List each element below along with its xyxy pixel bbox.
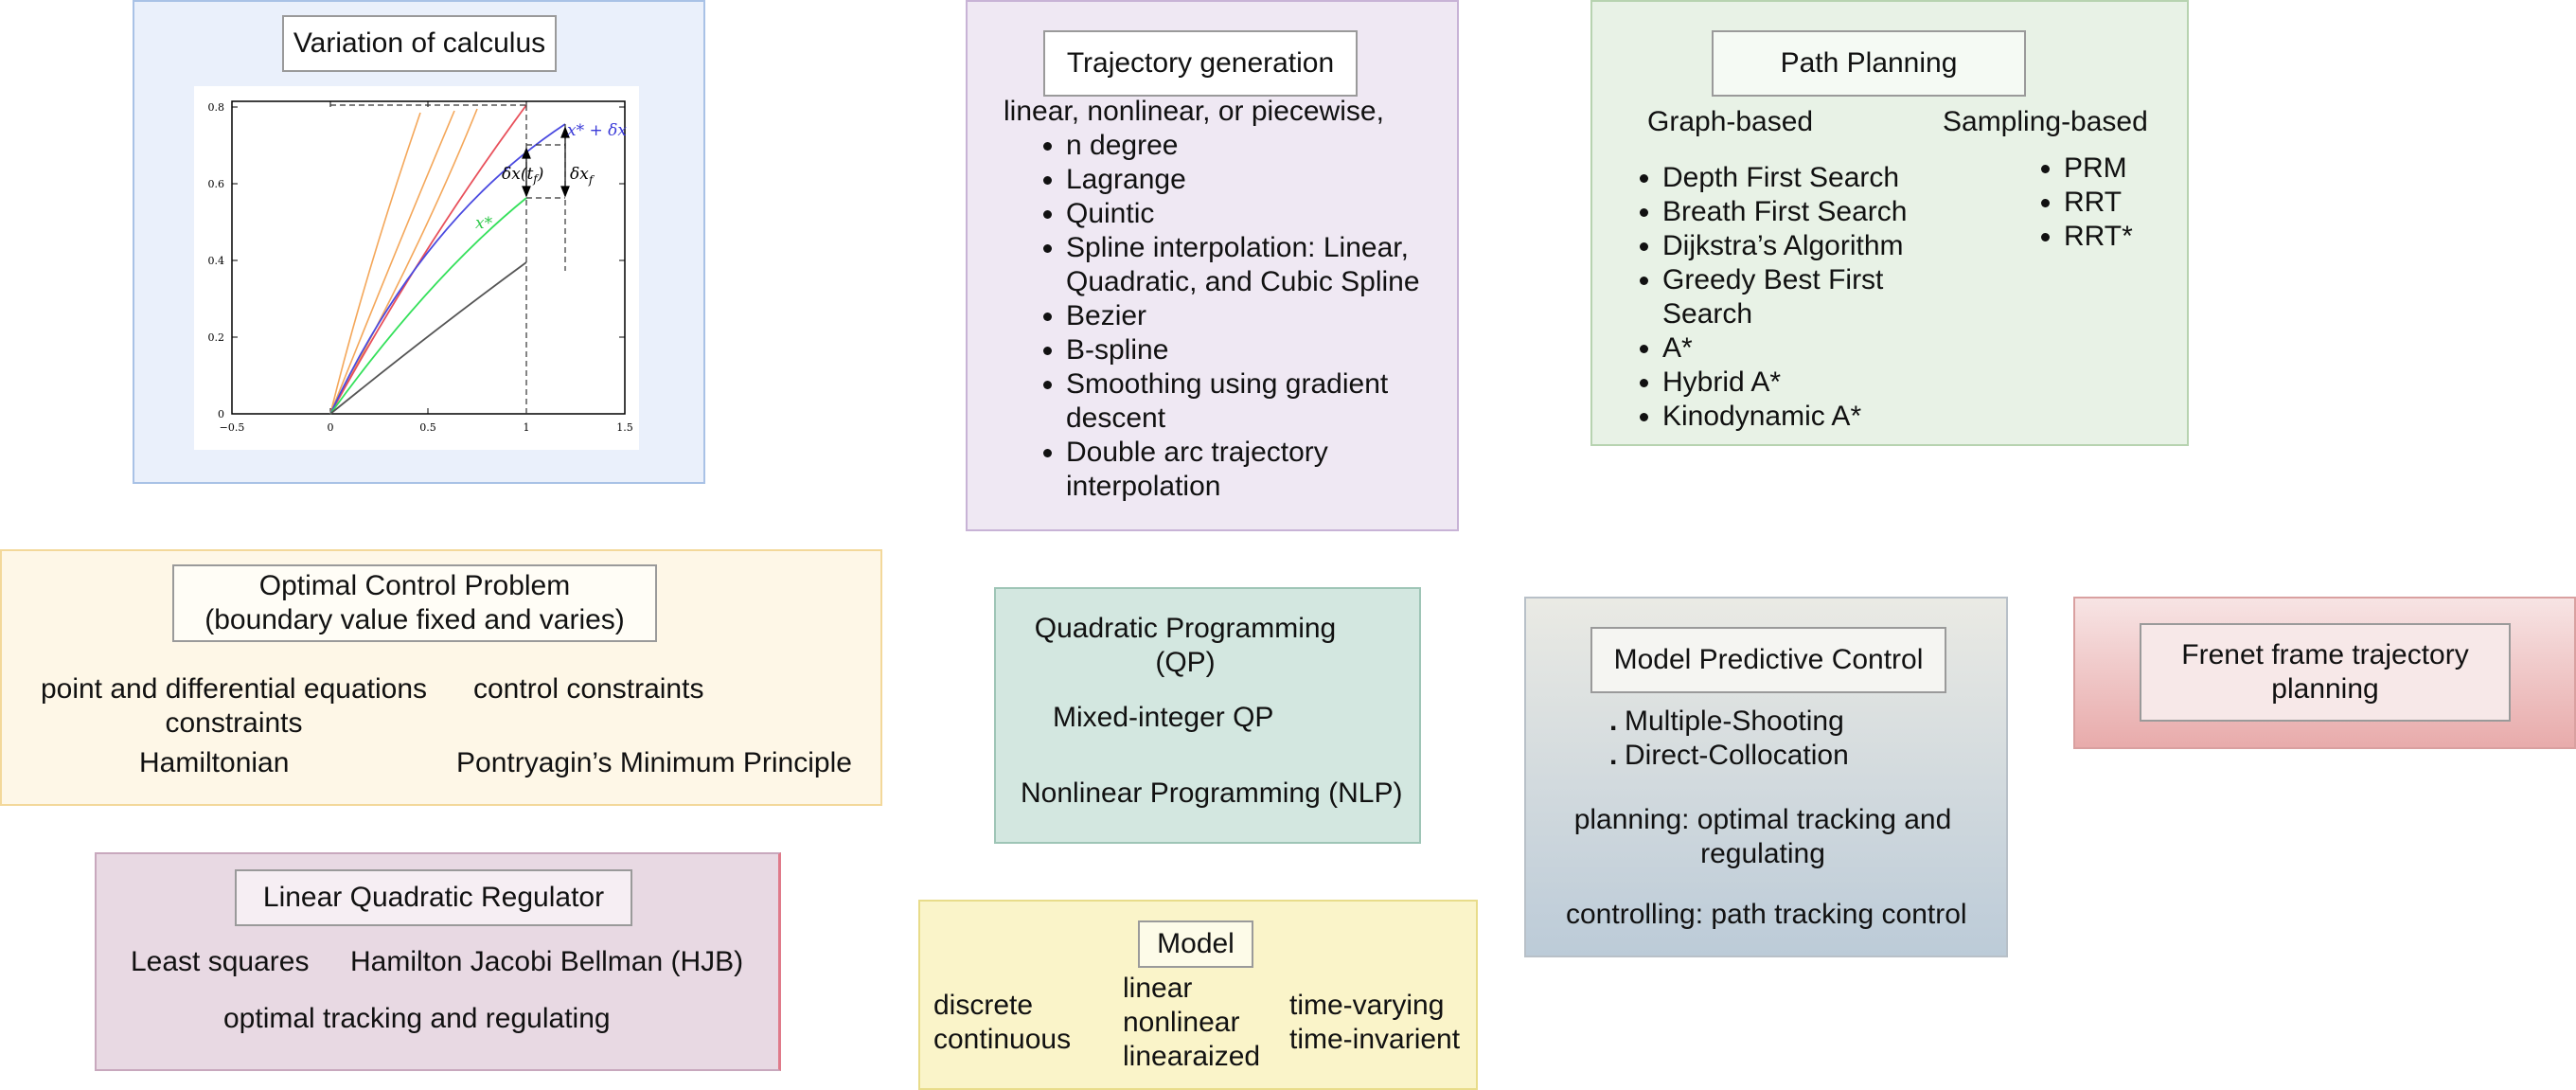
mpc-list: Multiple-Shooting Direct-Collocation	[1609, 705, 1849, 773]
hamiltonian-label: Hamiltonian	[139, 747, 290, 778]
list-item: n degree	[1066, 129, 1420, 163]
y-tick-label: 0.4	[208, 255, 225, 267]
y-ticks	[232, 106, 625, 415]
control-constraints-label: control constraints	[473, 673, 704, 705]
list-item: Lagrange	[1066, 163, 1420, 197]
list-item: Bezier	[1066, 299, 1420, 333]
variation-plot: −0.5 0 0.5 1 1.5 0 0.2 0.4 0.6 0.8	[194, 86, 639, 450]
model-title: Model	[1138, 920, 1253, 968]
lqr-tracking-label: optimal tracking and regulating	[223, 1003, 611, 1034]
y-tick-label: 0	[218, 408, 224, 420]
variation-plot-svg: −0.5 0 0.5 1 1.5 0 0.2 0.4 0.6 0.8	[208, 100, 633, 434]
list-item: RRT	[2064, 186, 2133, 220]
x-tick-label: 0.5	[419, 421, 436, 434]
sampling-based-list: PRM RRT RRT*	[2030, 152, 2133, 254]
optimal-control-title: Optimal Control Problem (boundary value …	[172, 564, 657, 642]
label-x-star-dx: x* + δx	[567, 121, 627, 140]
curve-red	[329, 104, 527, 415]
least-squares-label: Least squares	[131, 946, 310, 977]
list-item: Breath First Search	[1662, 195, 1907, 229]
list-item: PRM	[2064, 152, 2133, 186]
label-dxf: δxf	[570, 165, 595, 187]
list-item: Quintic	[1066, 197, 1420, 231]
hjb-label: Hamilton Jacobi Bellman (HJB)	[350, 946, 744, 977]
x-tick-label: 0	[328, 421, 334, 434]
x-ticks	[231, 101, 626, 414]
trajectory-generation-panel: Trajectory generation linear, nonlinear,…	[966, 0, 1459, 531]
lqr-panel: Linear Quadratic Regulator Least squares…	[95, 852, 781, 1071]
trajectory-intro: linear, nonlinear, or piecewise,	[1004, 96, 1384, 127]
graph-based-heading: Graph-based	[1647, 106, 1814, 137]
plot-frame	[231, 100, 626, 415]
mpc-controlling-label: controlling: path tracking control	[1566, 899, 1967, 930]
list-item: Multiple-Shooting	[1609, 705, 1849, 739]
list-item: B-spline	[1066, 333, 1420, 367]
list-item: RRT*	[2064, 220, 2133, 254]
frenet-title-l1: Frenet frame trajectory	[2181, 639, 2469, 670]
sampling-based-heading: Sampling-based	[1943, 106, 2148, 137]
graph-based-list: Depth First Search Breath First Search D…	[1628, 161, 1907, 434]
variation-title: Variation of calculus	[282, 15, 557, 72]
qp-panel: Quadratic Programming(QP) Mixed-integer …	[994, 587, 1421, 844]
pontryagin-label: Pontryagin’s Minimum Principle	[456, 747, 852, 778]
x-tick-label: −0.5	[220, 421, 245, 434]
path-planning-title: Path Planning	[1712, 30, 2026, 97]
label-x-star: x*	[475, 214, 493, 233]
mpc-panel: Model Predictive Control Multiple-Shooti…	[1524, 597, 2008, 957]
label-dx-tf: δx(tf)	[502, 165, 543, 186]
list-item: Dijkstra’s Algorithm	[1662, 229, 1907, 263]
y-tick-label: 0.6	[208, 178, 225, 190]
path-planning-panel: Path Planning Graph-based Sampling-based…	[1590, 0, 2189, 446]
frenet-title-l2: planning	[2271, 673, 2379, 705]
arrows	[522, 126, 570, 198]
frenet-title: Frenet frame trajectory planning	[2140, 623, 2511, 722]
qp-label: Quadratic Programming(QP)	[1034, 613, 1337, 678]
miqp-label: Mixed-integer QP	[1053, 702, 1274, 733]
list-item: Spline interpolation: Linear,Quadratic, …	[1066, 231, 1420, 299]
nlp-label: Nonlinear Programming (NLP)	[1021, 777, 1403, 809]
curve-orange-1	[329, 112, 421, 415]
lqr-title: Linear Quadratic Regulator	[235, 869, 632, 926]
frenet-panel: Frenet frame trajectory planning	[2073, 597, 2576, 749]
curve-green	[329, 197, 527, 415]
list-item: A*	[1662, 331, 1907, 366]
list-item: Kinodynamic A*	[1662, 400, 1907, 434]
list-item: Hybrid A*	[1662, 366, 1907, 400]
y-tick-label: 0.2	[208, 331, 225, 344]
y-tick-label: 0.8	[208, 101, 225, 114]
x-tick-label: 1.5	[616, 421, 633, 434]
optimal-control-panel: Optimal Control Problem (boundary value …	[0, 549, 882, 806]
variation-of-calculus-panel: Variation of calculus	[133, 0, 705, 484]
trajectory-list: n degree Lagrange Quintic Spline interpo…	[1032, 129, 1420, 504]
trajectory-title: Trajectory generation	[1043, 30, 1358, 97]
curve-orange-2	[329, 110, 455, 415]
mpc-title: Model Predictive Control	[1590, 627, 1946, 693]
x-tick-label: 1	[524, 421, 530, 434]
list-item: Depth First Search	[1662, 161, 1907, 195]
optimal-control-title-l1: Optimal Control Problem	[258, 570, 571, 601]
curve-gray	[329, 261, 527, 415]
list-item: Direct-Collocation	[1609, 739, 1849, 773]
optimal-control-title-l2: (boundary value fixed and varies)	[204, 604, 625, 635]
